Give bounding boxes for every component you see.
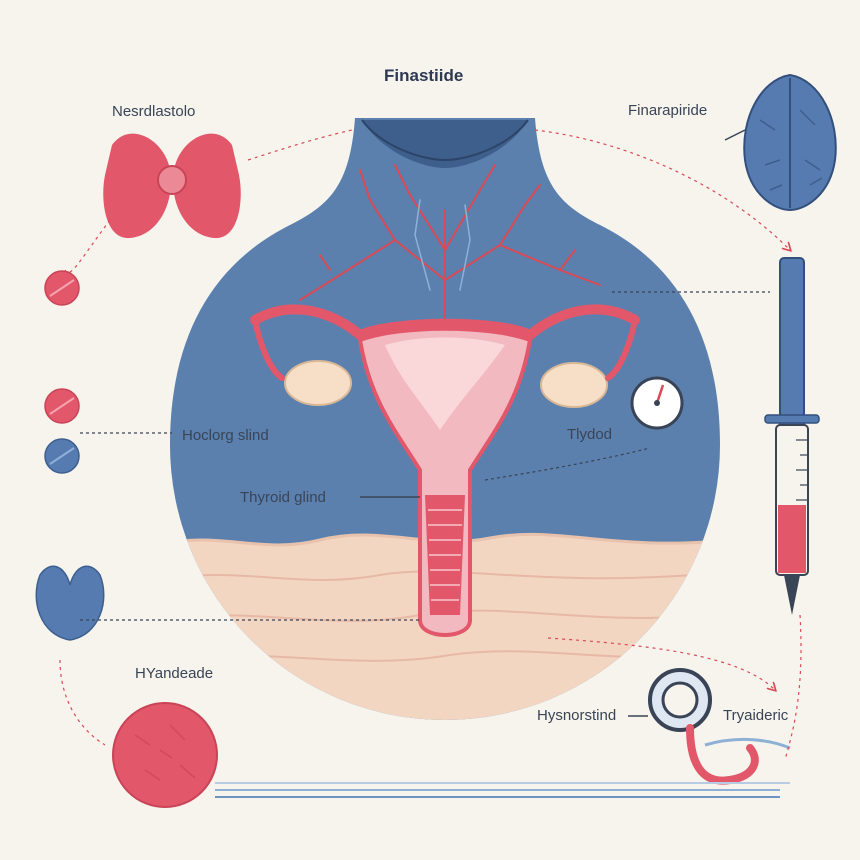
label-thyroid: Thyroid glind	[240, 489, 326, 506]
gauge-icon	[630, 376, 684, 430]
stethoscope-icon	[648, 668, 791, 785]
label-hoclorg: Hoclorg slind	[182, 427, 269, 444]
blue-thyroid-icon	[35, 565, 105, 641]
syringe-icon	[764, 257, 820, 615]
tissue-sample-icon	[112, 702, 218, 808]
label-tlydod: Tlydod	[567, 426, 613, 443]
uterus-organ	[250, 304, 640, 637]
blood-vessels	[299, 164, 601, 321]
label-tryaideric: Tryaideric	[723, 707, 789, 724]
connector-lines	[59, 129, 802, 798]
label-hysnorstind: Hysnorstind	[537, 707, 617, 724]
brain-icon	[743, 73, 837, 212]
thyroid-icon	[103, 133, 241, 239]
label-top-right: Finarapiride	[628, 102, 708, 119]
label-top-left: Nesrdlastolo	[112, 103, 196, 120]
label-hyandeade: HYandeade	[135, 665, 214, 682]
pill-icon	[44, 270, 80, 474]
diagram-title: Finastiide	[384, 66, 464, 85]
